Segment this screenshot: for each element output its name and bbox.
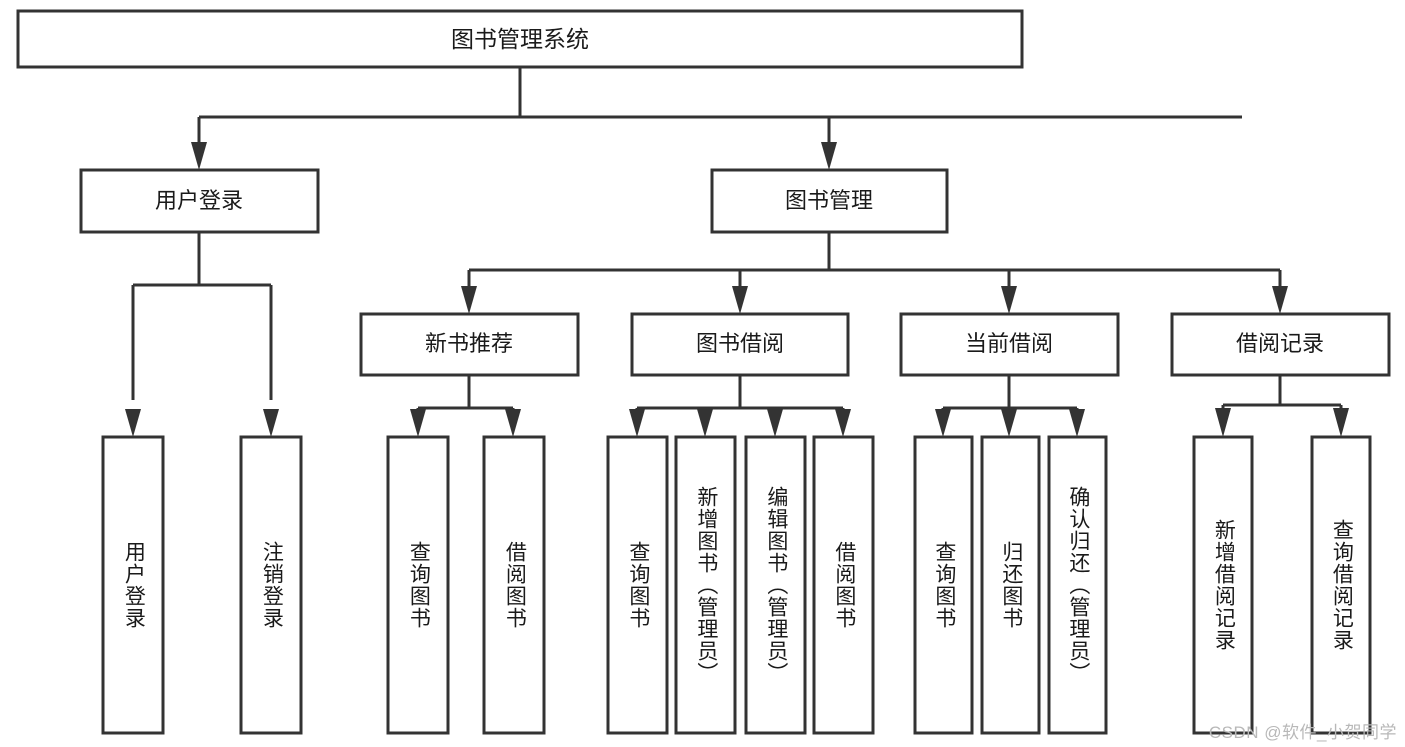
leaf-rect-user-login-1[interactable] — [239, 435, 303, 735]
leaf-rect-group — [101, 435, 1372, 735]
node-book-borrow-label: 图书借阅 — [696, 331, 784, 356]
node-borrow-record-label: 借阅记录 — [1236, 331, 1324, 356]
leaf-rect-book-borrow-1[interactable] — [674, 435, 737, 735]
connector-group-root-to-level2 — [191, 67, 1242, 170]
node-book-borrow[interactable]: 图书借阅 — [630, 312, 850, 377]
leaf-rect-user-login-0[interactable] — [101, 435, 165, 735]
connector-group-borrowrecord-to-leaves — [1215, 375, 1349, 437]
connector-group-bookborrow-to-leaves — [629, 375, 851, 437]
node-user-login[interactable]: 用户登录 — [79, 168, 320, 234]
node-borrow-record[interactable]: 借阅记录 — [1170, 312, 1391, 377]
leaf-rect-book-borrow-3[interactable] — [812, 435, 875, 735]
node-new-book-recommend-label: 新书推荐 — [425, 331, 513, 356]
node-book-management-label: 图书管理 — [785, 188, 873, 213]
csdn-watermark: CSDN @软件_小贺同学 — [1208, 723, 1397, 742]
node-user-login-label: 用户登录 — [155, 188, 243, 213]
node-borrow-record-rect — [1170, 312, 1391, 377]
leaf-rect-new-book-1[interactable] — [482, 435, 546, 735]
connector-group-currentborrow-to-leaves — [935, 375, 1085, 437]
node-root-rect — [16, 9, 1024, 69]
node-current-borrow[interactable]: 当前借阅 — [899, 312, 1120, 377]
leaf-rect-book-borrow-2[interactable] — [744, 435, 807, 735]
node-root-book-management-system[interactable]: 图书管理系统 — [16, 9, 1024, 69]
node-book-management-rect — [710, 168, 949, 234]
node-book-borrow-rect — [630, 312, 850, 377]
node-current-borrow-rect — [899, 312, 1120, 377]
connector-group-newbook-to-leaves — [410, 375, 521, 437]
connector-group-level2-userlogin-to-leaves — [125, 232, 279, 437]
node-current-borrow-label: 当前借阅 — [965, 331, 1053, 356]
leaf-rect-current-borrow-0[interactable] — [913, 435, 974, 735]
leaf-rect-new-book-0[interactable] — [386, 435, 450, 735]
leaf-rect-borrow-record-0[interactable] — [1192, 435, 1254, 735]
node-new-book-recommend-rect — [359, 312, 580, 377]
leaf-rect-current-borrow-2[interactable] — [1047, 435, 1108, 735]
node-root-label: 图书管理系统 — [451, 26, 589, 52]
leaf-rect-current-borrow-1[interactable] — [980, 435, 1041, 735]
leaf-rect-book-borrow-0[interactable] — [606, 435, 669, 735]
node-book-management[interactable]: 图书管理 — [710, 168, 949, 234]
leaf-rect-borrow-record-1[interactable] — [1310, 435, 1372, 735]
connector-group-level2-bookmgmt-to-level3 — [461, 232, 1288, 314]
node-new-book-recommend[interactable]: 新书推荐 — [359, 312, 580, 377]
node-user-login-rect — [79, 168, 320, 234]
